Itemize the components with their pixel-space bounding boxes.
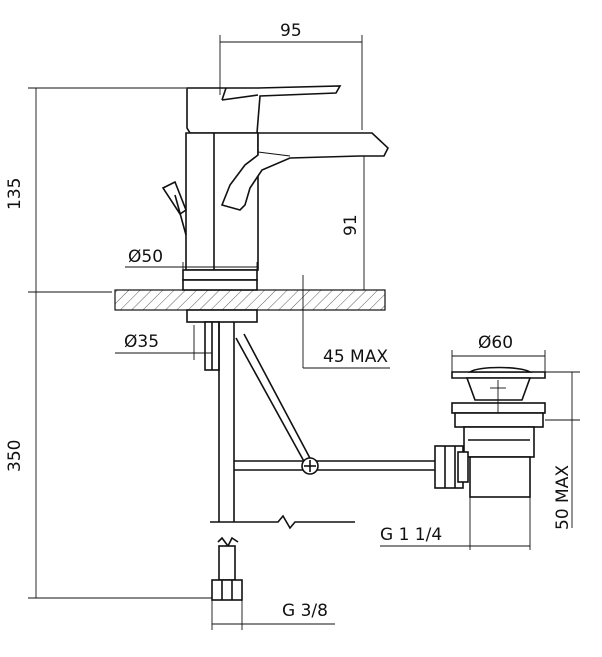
dim-drain-max: 50 MAX [553,465,573,530]
dim-height-tap: 135 [5,178,25,210]
drain-assembly [434,366,546,498]
dim-deck-max: 45 MAX [323,347,388,367]
dim-spout-height: 91 [341,214,361,236]
dim-drain-diameter: Ø60 [478,333,513,353]
faucet-body [161,85,389,291]
countertop-section [114,289,386,311]
dim-supply-thread: G 3/8 [282,601,328,621]
dim-hole-diameter: Ø35 [124,332,159,352]
dim-under-height: 350 [5,440,25,472]
supply-fitting [211,536,243,601]
dim-drain-thread: G 1 1/4 [380,525,442,545]
under-counter-assembly [186,309,435,530]
dim-base-diameter: Ø50 [128,247,163,267]
dimension-lines [28,35,580,630]
dim-width-top: 95 [280,21,302,41]
